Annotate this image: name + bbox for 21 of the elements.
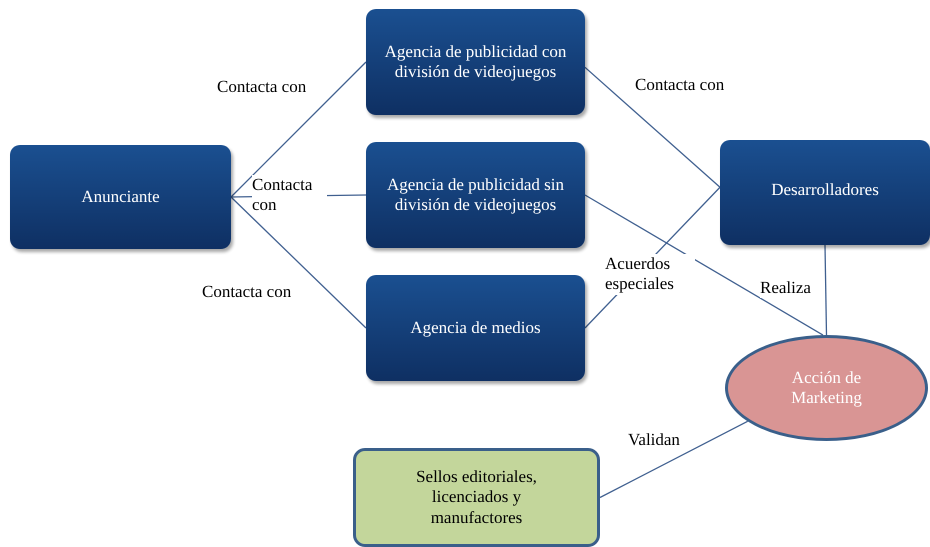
connector-line	[230, 62, 366, 198]
process-box	[366, 275, 585, 381]
node-label: Anunciante	[81, 186, 160, 208]
process-box	[366, 142, 585, 248]
connector-line	[824, 244, 828, 336]
process-box	[720, 140, 930, 245]
node-label: Desarrolladores	[771, 180, 879, 201]
node-label: Agencia de medios	[410, 318, 541, 338]
connector-line	[600, 420, 748, 498]
process-box	[10, 145, 231, 249]
edge-label: Acuerdos especiales	[605, 254, 695, 295]
connector-line	[230, 196, 366, 328]
connector-line	[584, 194, 824, 336]
process-box	[353, 448, 600, 547]
process-box	[366, 9, 585, 115]
node-label: Agencia de publicidad sin división de videojuegos	[386, 174, 566, 216]
edge-label: Realiza	[760, 278, 811, 298]
node-label: Acción de Marketing	[790, 368, 863, 408]
connector-line	[584, 66, 720, 188]
node-label: Sellos editoriales, licenciados y manufactores	[415, 466, 538, 528]
node-label: Agencia de publicidad con división de videojuegos	[384, 42, 567, 82]
